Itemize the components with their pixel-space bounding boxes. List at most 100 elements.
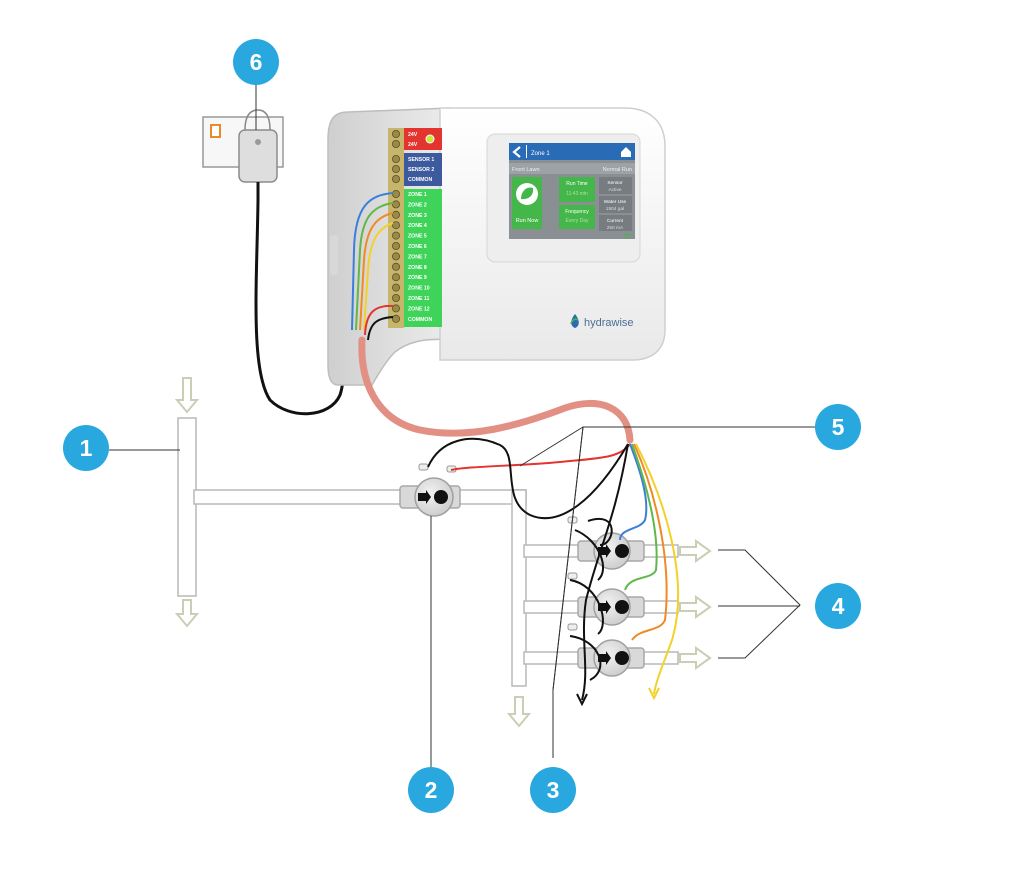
badge-number: 6: [250, 49, 263, 75]
callout-badges: 1 2 3 4 5 6: [63, 39, 861, 813]
frequency-label: Frequency: [565, 209, 589, 215]
sensor-terminal-block: [404, 153, 442, 186]
drain-arrow-icon: [506, 696, 532, 728]
sensor-tile[interactable]: [599, 177, 632, 194]
terminal-screws: [391, 129, 400, 323]
terminal-label: ZONE 5: [408, 234, 427, 240]
terminal-screw: [391, 304, 400, 313]
badge-number: 2: [425, 777, 438, 803]
callout-badge-5: 5: [815, 404, 861, 450]
current-value: 250 mA: [607, 225, 624, 231]
badge-circle: [530, 767, 576, 813]
terminal-screw: [391, 221, 400, 230]
back-chevron-icon[interactable]: [512, 146, 521, 158]
multi-wire-cable: [358, 336, 634, 444]
terminal-label: ZONE 4: [408, 223, 427, 229]
master-valve-solenoid: [434, 490, 448, 504]
terminal-label: ZONE 7: [408, 254, 427, 260]
terminal-label: 24V: [408, 132, 418, 138]
hydrawise-drop-icon: [571, 314, 579, 328]
flow-down-arrow-icon: [174, 599, 200, 628]
frequency-tile[interactable]: [559, 205, 595, 229]
water-use-value: 1504 gal: [606, 206, 624, 212]
terminal-screw: [391, 174, 400, 183]
run-time-value: 11:43 min: [566, 191, 588, 197]
leader-4: [718, 549, 801, 659]
flow-arrows: [174, 377, 712, 728]
terminal-label: SENSOR 2: [408, 167, 434, 173]
badge-circle: [63, 425, 109, 471]
badge-circle: [233, 39, 279, 85]
leaf-icon: [521, 187, 534, 200]
power-transformer: [238, 129, 278, 183]
zone-out-arrow-2-icon: [679, 595, 712, 619]
power-led: [425, 134, 435, 144]
terminal-screw: [391, 241, 400, 250]
sensor-value: Active: [608, 187, 621, 193]
terminal-label: COMMON: [408, 317, 432, 323]
terminal-screw: [391, 283, 400, 292]
screen-run-mode: Normal Run: [603, 167, 632, 173]
wifi-icon: [622, 233, 632, 239]
current-tile[interactable]: [599, 215, 632, 231]
terminal-label: ZONE 11: [408, 296, 429, 302]
terminal-label: ZONE 8: [408, 265, 427, 271]
terminal-screw: [391, 129, 400, 138]
terminal-label: ZONE 6: [408, 244, 427, 250]
run-time-tile[interactable]: [559, 177, 595, 202]
callout-badge-2: 2: [408, 767, 454, 813]
water-use-tile[interactable]: [599, 196, 632, 213]
badge-number: 1: [80, 435, 93, 461]
return-arrowhead: [576, 693, 588, 707]
terminal-screw: [391, 273, 400, 282]
water-use-label: Water Use: [604, 199, 627, 205]
run-now-label[interactable]: Run Now: [516, 218, 539, 224]
zone-valve-2: [567, 572, 645, 626]
terminal-label: ZONE 1: [408, 192, 427, 198]
badge-number: 5: [832, 414, 845, 440]
terminal-label: 24V: [408, 142, 418, 148]
flow-in-arrow-icon: [174, 377, 200, 414]
screen-header-bar: [509, 143, 635, 160]
zone-out-arrow-3-icon: [679, 646, 712, 670]
field-wiring: [427, 437, 679, 707]
power-terminal-block: [404, 128, 442, 150]
callout-badge-4: 4: [815, 583, 861, 629]
callout-badge-1: 1: [63, 425, 109, 471]
flow-direction-icon: [418, 490, 431, 504]
screen-zone-name: Front Lawn: [512, 167, 540, 173]
terminal-screw: [391, 154, 400, 163]
leader-3: [552, 426, 584, 758]
terminal-screw: [391, 252, 400, 261]
screen-header-title: Zone 1: [531, 151, 550, 157]
controller-wiring: [351, 192, 394, 341]
terminal-screw: [391, 200, 400, 209]
badge-number: 4: [832, 593, 845, 619]
zone-valve-3: [567, 623, 645, 677]
terminal-label: ZONE 10: [408, 286, 430, 292]
terminal-screw: [391, 139, 400, 148]
hydrawise-controller: Zone 1 Front Lawn Normal Run Run Now Run…: [327, 107, 666, 386]
terminal-label: COMMON: [408, 177, 432, 183]
terminal-label: ZONE 9: [408, 275, 427, 281]
home-icon[interactable]: [621, 147, 631, 157]
badge-circle: [815, 583, 861, 629]
brand-logo-text: hydrawise: [584, 317, 634, 329]
sensor-label: Sensor: [607, 180, 623, 186]
badge-number: 3: [547, 777, 560, 803]
callout-badge-3: 3: [530, 767, 576, 813]
zone-valves: [567, 516, 645, 677]
callout-leaders: [109, 84, 817, 770]
terminal-label: ZONE 12: [408, 306, 430, 312]
current-label: Current: [607, 218, 624, 224]
zone-terminal-block: [404, 189, 442, 327]
frequency-value: Every Day: [565, 218, 589, 224]
terminal-screw: [391, 293, 400, 302]
terminal-label: ZONE 3: [408, 213, 427, 219]
zone-out-arrow-1-icon: [679, 539, 712, 563]
terminal-screw: [391, 189, 400, 198]
terminal-screw: [391, 314, 400, 323]
badge-circle: [815, 404, 861, 450]
